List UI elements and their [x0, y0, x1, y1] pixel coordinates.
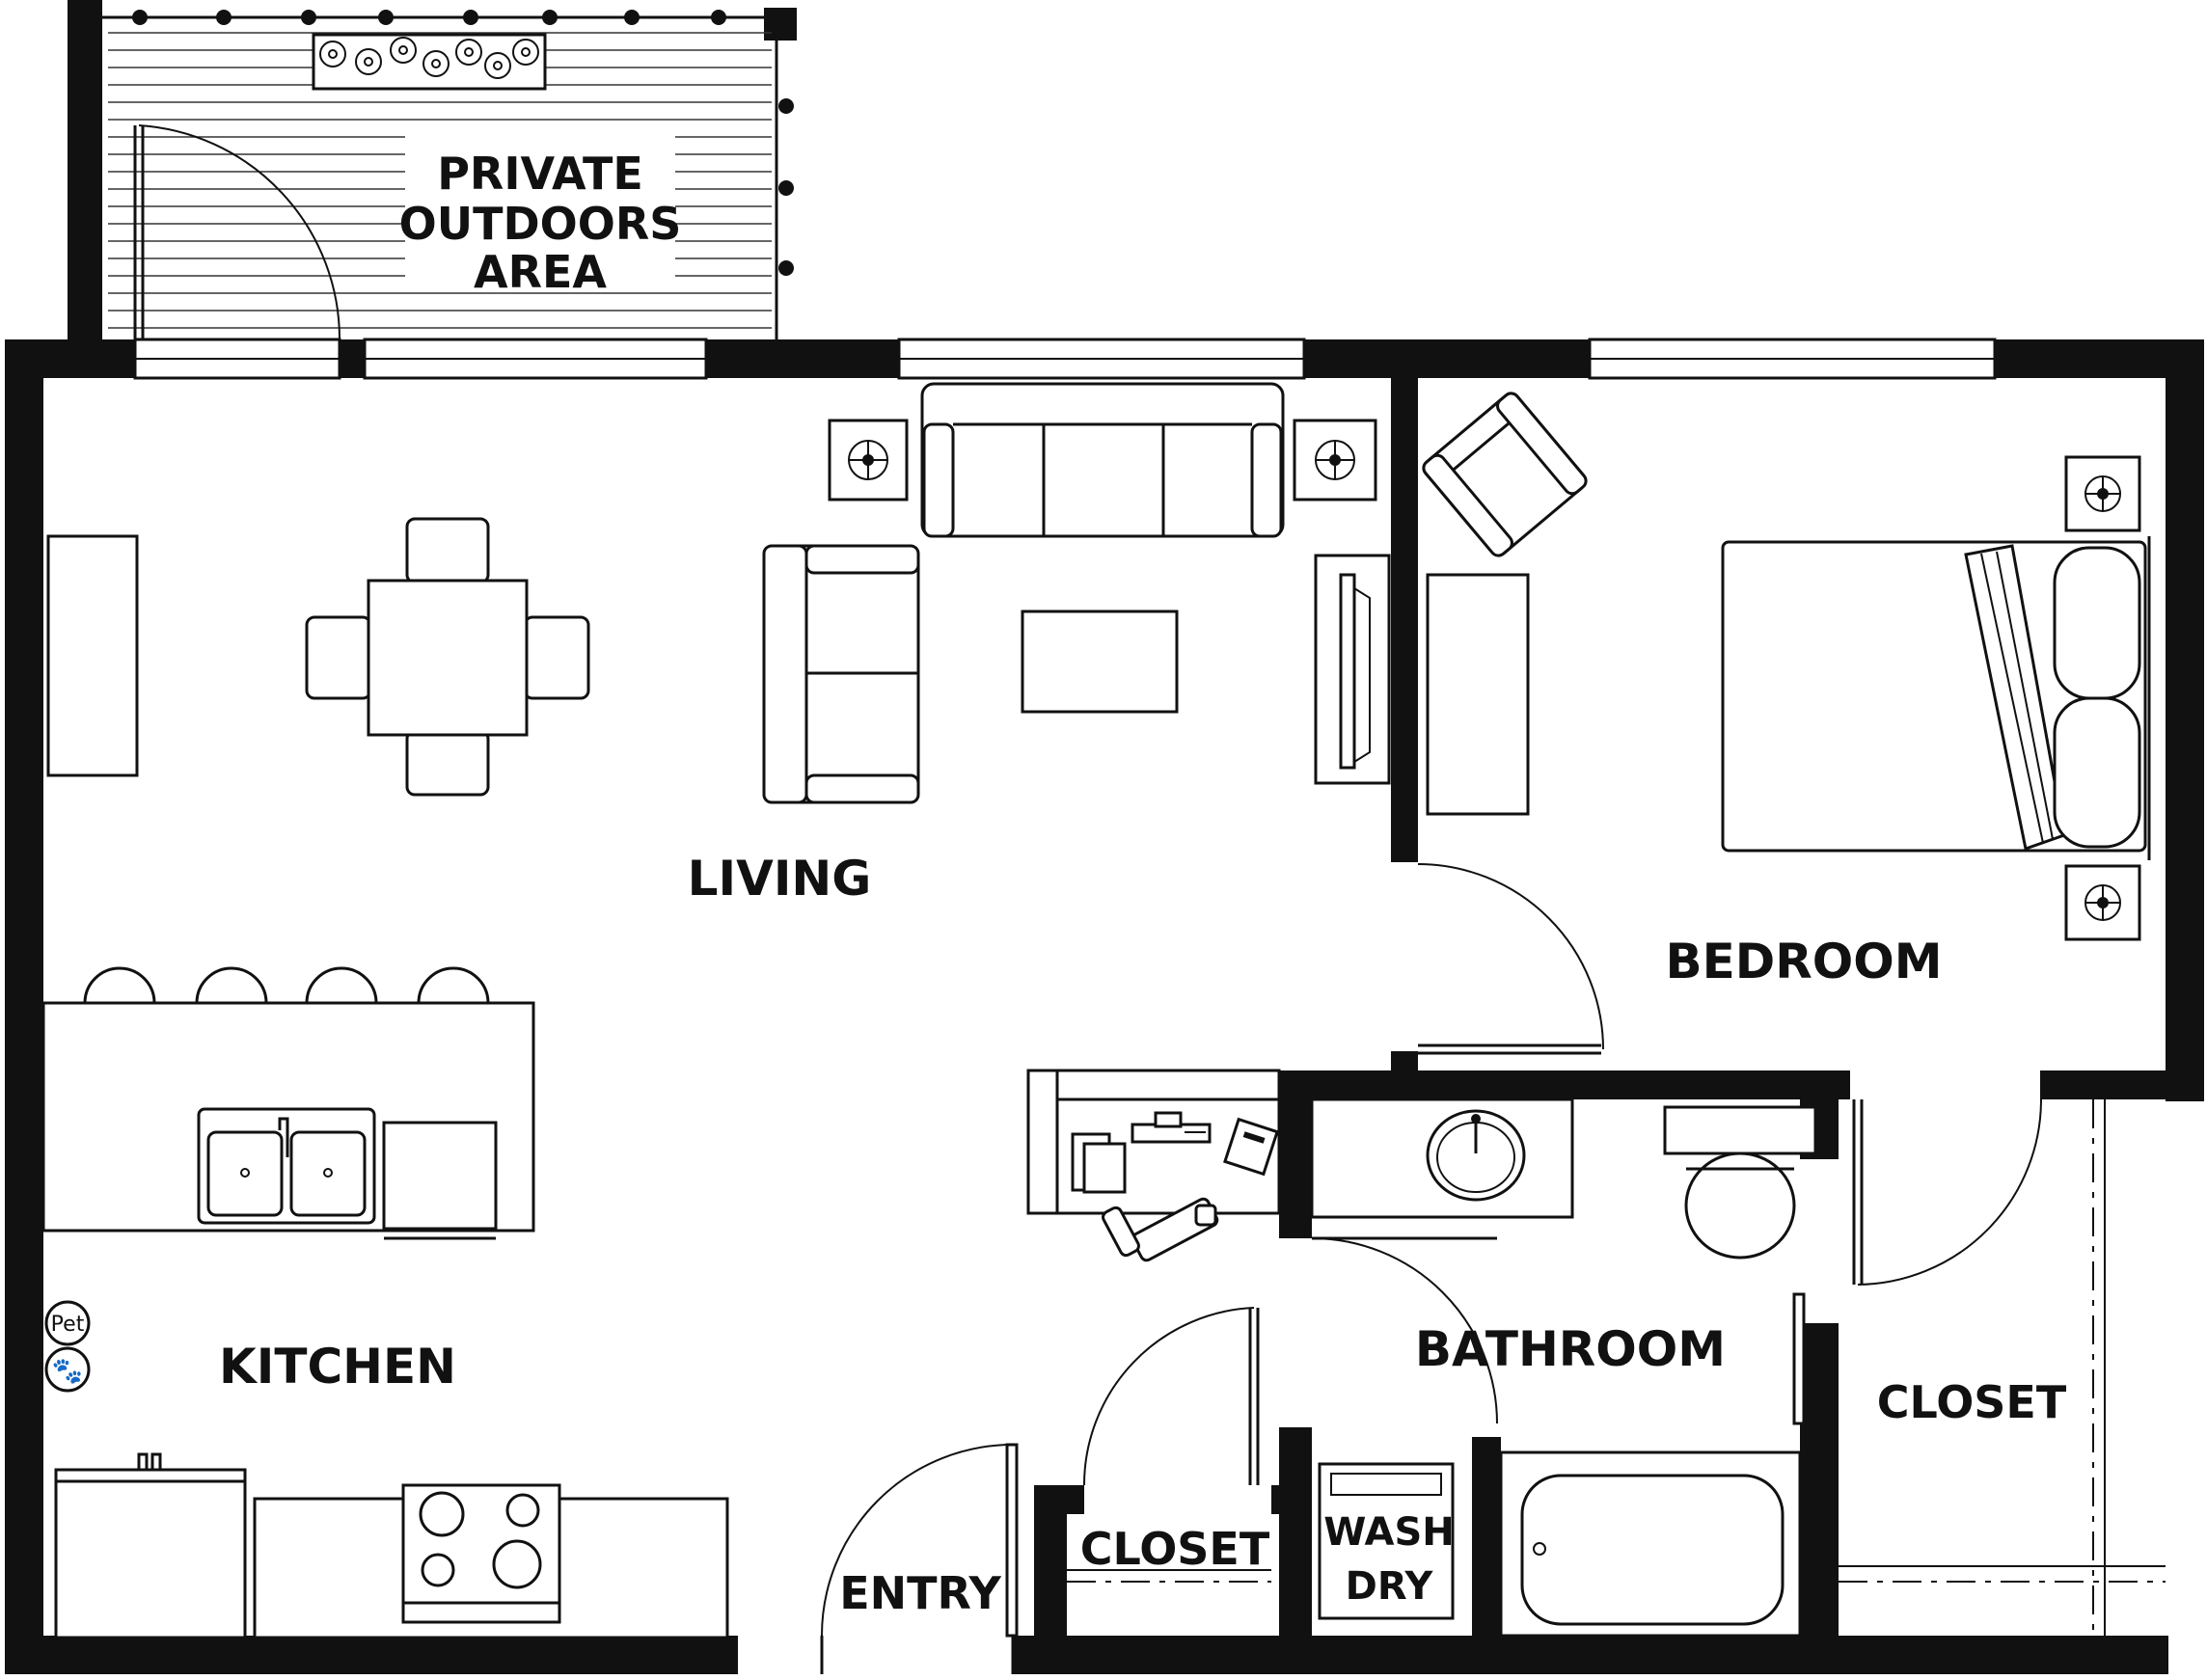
nightstand-lamp-icon — [2064, 864, 2141, 941]
toilet-icon — [1663, 1105, 1817, 1260]
nightstand-lamp-icon — [2064, 455, 2141, 532]
lamp-table-icon — [1293, 419, 1377, 501]
armchair-icon — [1422, 392, 1588, 557]
bedroom-label: BEDROOM — [1665, 934, 1942, 989]
bathroom: BATHROOM — [1310, 1097, 1817, 1638]
bathroom-label: BATHROOM — [1415, 1321, 1726, 1377]
entry-door — [820, 1443, 1019, 1674]
outdoor-label-line2: OUTDOORS — [399, 198, 682, 250]
bathroom-side-door — [1792, 1292, 1806, 1425]
windows — [133, 338, 1997, 380]
tv-stand-icon — [1314, 554, 1391, 785]
outdoor-label-line3: AREA — [474, 246, 607, 298]
bathtub-icon — [1499, 1450, 1802, 1638]
bed-icon — [1721, 536, 2151, 860]
outdoor-label-line1: PRIVATE — [437, 148, 643, 200]
interior-walls — [1034, 378, 2204, 1674]
laundry-label-line2: DRY — [1346, 1564, 1434, 1609]
bathroom-door — [1311, 1236, 1498, 1424]
bar-stools — [83, 966, 490, 1005]
dining-table-icon — [305, 517, 590, 797]
flower-planter-icon — [312, 33, 547, 91]
pet-badge: Pet 🐾 — [44, 1300, 91, 1393]
sideboard — [46, 534, 139, 777]
desk-chair-icon — [1102, 1197, 1219, 1262]
exterior-walls — [5, 339, 2204, 1674]
outdoor-deck: PRIVATE OUTDOORS AREA — [68, 0, 797, 340]
pet-icon: 🐾 — [52, 1357, 83, 1386]
kitchen-label: KITCHEN — [219, 1339, 456, 1395]
entry-closet-label: CLOSET — [1080, 1523, 1270, 1575]
sofa-icon — [920, 382, 1285, 538]
living-label: LIVING — [688, 851, 872, 907]
railing-posts — [132, 10, 794, 276]
desk-area — [1026, 1069, 1281, 1262]
laundry-label-line1: WASH — [1323, 1510, 1455, 1555]
living-room: LIVING — [688, 382, 1391, 907]
bedroom-closet-label: CLOSET — [1877, 1376, 2067, 1428]
entry-closet-door — [1082, 1307, 1260, 1486]
pet-badge-label: Pet — [51, 1313, 85, 1337]
dishwasher-icon — [382, 1121, 498, 1240]
loveseat-icon — [762, 544, 920, 804]
deck-door — [133, 124, 341, 340]
closet-door — [1852, 1098, 2042, 1286]
bedroom-closet: CLOSET — [1839, 1098, 2166, 1636]
fridge-icon — [54, 1452, 247, 1639]
computer-icon — [1131, 1111, 1212, 1144]
lamp-table-icon — [828, 419, 909, 501]
phone-icon — [1223, 1117, 1279, 1177]
kitchen-sink-icon — [197, 1107, 376, 1225]
bedroom-door — [1417, 863, 1604, 1055]
kitchen: Pet 🐾 KITCHEN — [41, 966, 729, 1639]
laundry: WASH DRY — [1318, 1462, 1455, 1620]
dresser — [1426, 573, 1530, 816]
coffee-table — [1021, 610, 1179, 714]
dining-area — [46, 517, 590, 797]
entry: ENTRY — [820, 1443, 1019, 1674]
entry-label: ENTRY — [839, 1567, 1001, 1619]
entry-closet: CLOSET — [1067, 1307, 1271, 1583]
bedroom: BEDROOM — [1417, 392, 2151, 1055]
stove-icon — [401, 1483, 561, 1624]
books-icon — [1071, 1132, 1127, 1194]
vanity-sink-icon — [1310, 1097, 1574, 1219]
